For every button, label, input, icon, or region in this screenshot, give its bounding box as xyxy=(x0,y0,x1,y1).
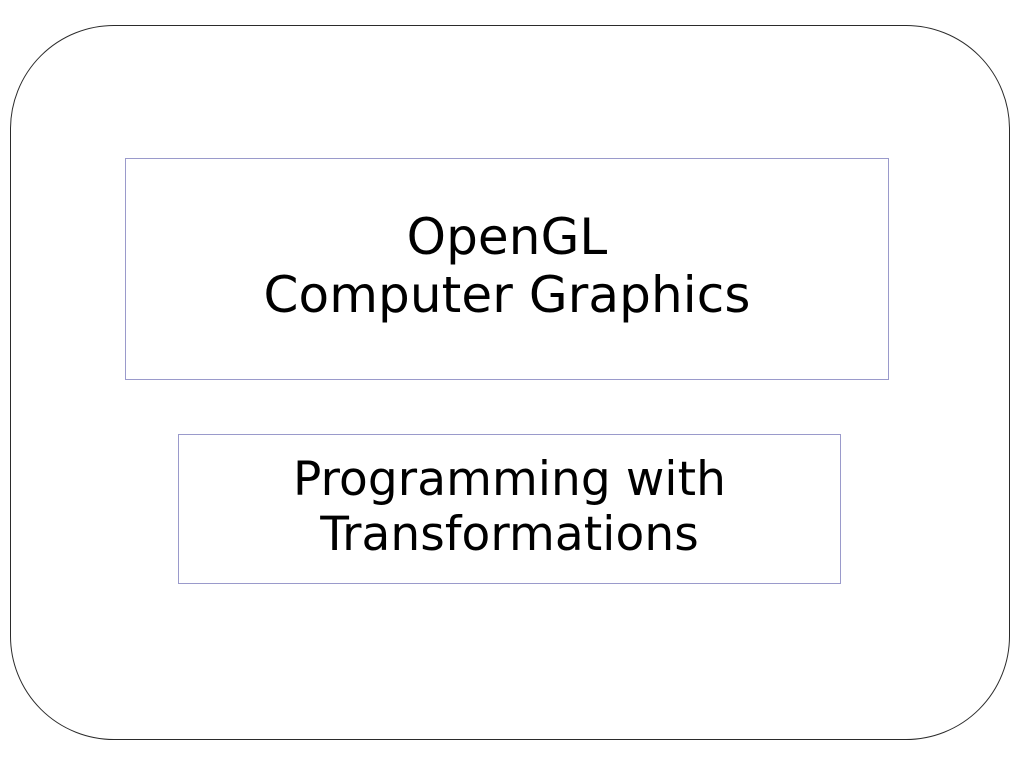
slide-subtitle: Programming with Transformations xyxy=(292,452,727,562)
title-text-box[interactable]: OpenGL Computer Graphics xyxy=(125,158,897,389)
subtitle-text-box[interactable]: Programming with Transformations xyxy=(178,434,849,593)
slide-title: OpenGL Computer Graphics xyxy=(263,208,751,324)
slide-rounded-frame xyxy=(10,25,1010,740)
